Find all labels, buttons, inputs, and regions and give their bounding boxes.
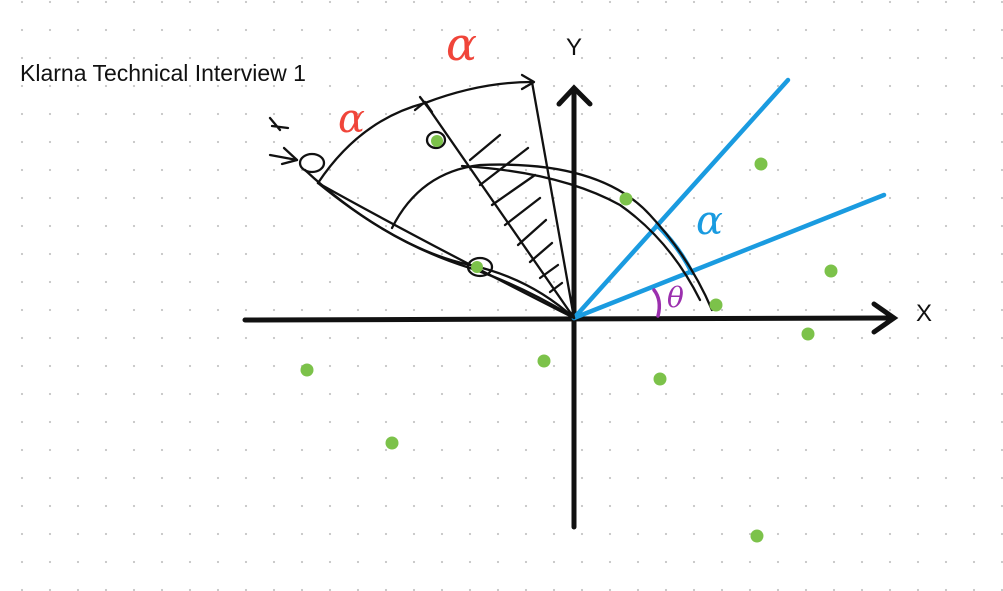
axes — [242, 84, 899, 530]
alpha-label-top: α — [446, 17, 477, 71]
arc-arrowhead-left — [280, 146, 299, 166]
alpha-label-mid: α — [338, 96, 365, 142]
data-point — [300, 363, 314, 377]
hatch-line — [490, 173, 537, 207]
hatch-line — [503, 196, 542, 227]
page-title: Klarna Technical Interview 1 — [20, 60, 306, 86]
y-axis-label: Y — [566, 34, 583, 61]
outer-arc-left — [316, 101, 427, 185]
hatch-line — [478, 146, 530, 187]
hatch-line — [548, 281, 564, 294]
theta-angle-arc — [652, 288, 662, 318]
hatch-line — [468, 133, 502, 162]
alpha-angle-label: α — [696, 198, 723, 244]
inner-arc-1 — [390, 163, 714, 312]
hatch-line — [538, 263, 560, 280]
ray-lower — [571, 192, 887, 321]
radial-edge-mid — [423, 101, 576, 320]
x-axis — [242, 315, 895, 323]
inner-arc-2 — [460, 164, 702, 302]
ray-upper — [571, 77, 791, 321]
data-point — [471, 261, 483, 273]
circled-point-outline — [466, 256, 494, 278]
data-point — [619, 192, 633, 206]
data-point — [537, 354, 551, 368]
alpha-angle-arc — [654, 222, 695, 276]
circled-point-outline — [298, 152, 326, 174]
radial-edge-left — [316, 181, 576, 320]
x-axis-arrowhead — [871, 301, 899, 335]
data-point — [709, 298, 723, 312]
arc-arrowhead-right — [520, 73, 536, 91]
data-point — [385, 436, 399, 450]
data-point — [653, 372, 667, 386]
small-mark — [268, 116, 290, 132]
x-axis-label: X — [916, 300, 933, 327]
data-point — [431, 135, 443, 147]
data-point — [824, 264, 838, 278]
arc-arrow-left — [268, 153, 299, 162]
data-point — [750, 529, 764, 543]
data-points — [300, 135, 838, 543]
lower-curve-2 — [303, 168, 572, 317]
data-point — [801, 327, 815, 341]
hatch-line — [516, 218, 548, 247]
theta-angle-label: θ — [667, 281, 684, 314]
radial-edge-right — [530, 80, 576, 320]
circled-point-outline — [425, 130, 447, 150]
data-point — [754, 157, 768, 171]
outer-arc-right — [423, 80, 534, 105]
sketch-lines — [268, 73, 714, 320]
hatch-line — [528, 241, 554, 264]
y-axis-arrowhead — [556, 84, 593, 107]
